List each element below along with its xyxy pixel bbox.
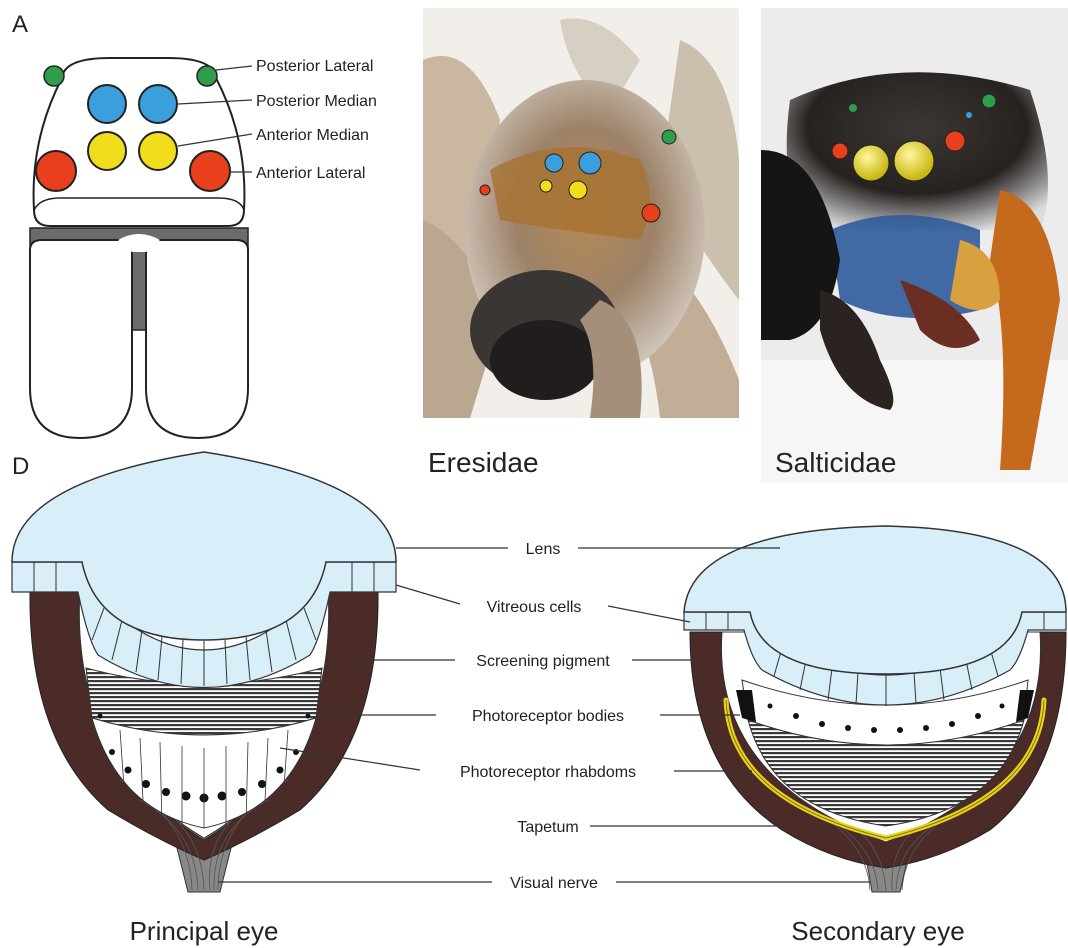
photo-eresidae — [423, 8, 739, 418]
label-tapetum: Tapetum — [517, 819, 578, 836]
label-posterior-lateral: Posterior Lateral — [256, 58, 373, 75]
panel-a-diagram: Posterior Lateral Posterior Median Anter… — [30, 58, 377, 438]
abdomen-left-lobe — [30, 240, 132, 438]
panel-letter-d: D — [12, 453, 29, 480]
photo-salticidae — [761, 8, 1068, 482]
posterior-median-eye-left — [88, 85, 126, 123]
label-anterior-lateral: Anterior Lateral — [256, 165, 365, 182]
anterior-median-eye-left — [88, 132, 126, 170]
panel-letter-a: A — [12, 11, 28, 38]
title-principal-eye: Principal eye — [130, 916, 279, 946]
posterior-lateral-eye-right — [197, 66, 217, 86]
posterior-lateral-eye-left — [44, 66, 64, 86]
abdomen-right-lobe — [146, 240, 248, 438]
label-screening-pigment: Screening pigment — [476, 653, 610, 670]
principal-eye-diagram — [12, 452, 396, 892]
label-photoreceptor-bodies: Photoreceptor bodies — [472, 708, 624, 725]
label-visual-nerve: Visual nerve — [510, 875, 598, 892]
anterior-lateral-eye-left — [36, 151, 76, 191]
label-vitreous-cells: Vitreous cells — [487, 599, 582, 616]
label-anterior-median: Anterior Median — [256, 127, 369, 144]
anterior-lateral-eye-right — [190, 151, 230, 191]
caption-eresidae: Eresidae — [428, 447, 539, 478]
title-secondary-eye: Secondary eye — [791, 916, 964, 946]
caption-salticidae: Salticidae — [775, 447, 896, 478]
label-photoreceptor-rhabdoms: Photoreceptor rhabdoms — [460, 764, 636, 781]
posterior-median-eye-right — [139, 85, 177, 123]
anterior-median-eye-right — [139, 132, 177, 170]
label-lens: Lens — [526, 541, 561, 558]
secondary-eye-diagram — [684, 526, 1066, 892]
leader-posterior-lateral — [216, 66, 252, 70]
label-posterior-median: Posterior Median — [256, 93, 377, 110]
